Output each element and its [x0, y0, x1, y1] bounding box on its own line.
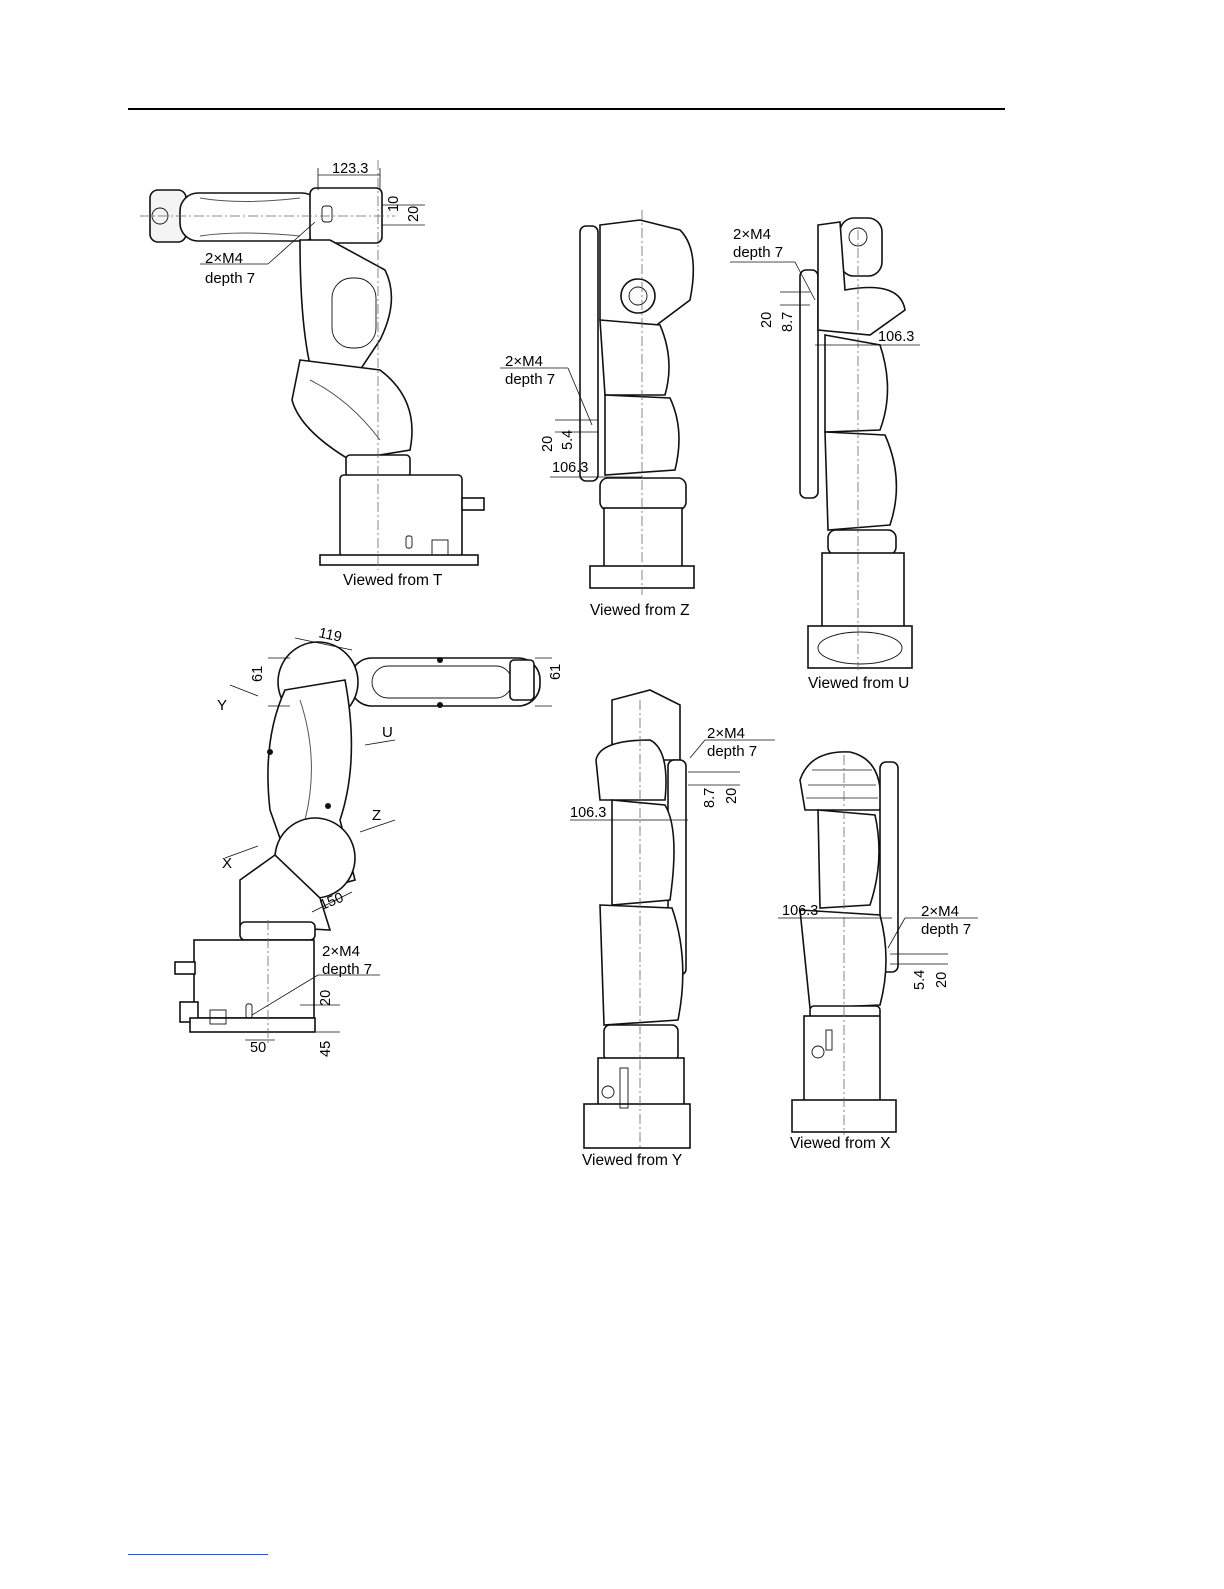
dim-45: 45	[318, 1041, 334, 1057]
dim-50: 50	[250, 1040, 266, 1056]
dim-106-3-u: 106.3	[878, 329, 914, 345]
view-t-base-plate	[320, 555, 478, 565]
arrow-y	[230, 685, 258, 696]
caption-view-z: Viewed from Z	[590, 602, 690, 619]
view-z-arm-upper	[600, 320, 669, 395]
view-x-arm-upper	[818, 810, 879, 908]
dim-106-3-z: 106.3	[552, 460, 588, 476]
note-u-spec: 2×M4	[733, 226, 771, 243]
side-base-connector	[175, 962, 195, 974]
dim-20-t: 20	[406, 206, 422, 222]
view-u-arm-upper	[825, 335, 888, 432]
dim-106-3-y: 106.3	[570, 805, 606, 821]
dim-8-7-y: 8.7	[702, 788, 718, 808]
view-u-flange-head	[840, 218, 882, 276]
dim-10: 10	[386, 196, 402, 212]
leader-y-a	[690, 740, 705, 758]
view-u-side-rail	[800, 270, 818, 498]
dim-5-4-z: 5.4	[560, 430, 576, 450]
dim-5-4-x: 5.4	[912, 970, 928, 990]
view-y-arm-lower	[600, 905, 683, 1025]
view-x	[778, 752, 978, 1135]
view-z	[500, 210, 694, 595]
note-y-spec: 2×M4	[707, 725, 745, 742]
note-side-depth: depth 7	[322, 961, 372, 978]
view-y-base-foot	[584, 1104, 690, 1148]
note-side-spec: 2×M4	[322, 943, 360, 960]
side-screw-1	[267, 749, 273, 755]
note-t-depth: depth 7	[205, 270, 255, 287]
note-y-depth: depth 7	[707, 743, 757, 760]
view-u-base-ring	[828, 530, 896, 555]
dim-20-y: 20	[724, 788, 740, 804]
view-t-lower-arm	[292, 360, 412, 460]
view-t-connector	[462, 498, 484, 510]
caption-view-u: Viewed from U	[808, 675, 909, 692]
view-x-base-body	[804, 1016, 880, 1104]
arrow-label-u: U	[382, 724, 393, 741]
note-x-depth: depth 7	[921, 921, 971, 938]
dim-123-3: 123.3	[332, 161, 368, 177]
view-y-base-ring	[604, 1025, 678, 1061]
view-u-base-body	[822, 553, 904, 628]
side-screw-2	[325, 803, 331, 809]
note-t-spec: 2×M4	[205, 250, 243, 267]
dim-20-x: 20	[934, 972, 950, 988]
view-x-arm-lower	[800, 910, 886, 1008]
side-screw-4	[437, 702, 443, 708]
dim-20-side: 20	[318, 990, 334, 1006]
dim-106-3-x: 106.3	[782, 903, 818, 919]
arrow-label-z: Z	[372, 807, 381, 824]
side-screw-3	[437, 657, 443, 663]
note-x-spec: 2×M4	[921, 903, 959, 920]
view-z-base-body	[604, 508, 682, 573]
side-view	[175, 638, 552, 1045]
view-u	[730, 218, 920, 670]
view-z-shoulder	[600, 220, 693, 330]
note-z-spec: 2×M4	[505, 353, 543, 370]
view-y-wrist	[596, 740, 666, 800]
view-y-arm-upper	[612, 800, 674, 905]
dim-61-left: 61	[250, 666, 266, 682]
dim-20-u: 20	[759, 312, 775, 328]
side-base-ring	[240, 922, 315, 940]
footer-link-rule	[128, 1554, 268, 1555]
view-t-base-body	[340, 475, 462, 557]
side-base-body	[194, 940, 314, 1018]
side-base-plate	[190, 1018, 315, 1032]
view-z-side-rail	[580, 226, 598, 481]
caption-view-x: Viewed from X	[790, 1135, 891, 1152]
view-z-flange	[621, 279, 655, 313]
note-z-depth: depth 7	[505, 371, 555, 388]
caption-view-y: Viewed from Y	[582, 1152, 682, 1169]
dim-61-right: 61	[548, 664, 564, 680]
side-flange	[510, 660, 534, 700]
note-u-depth: depth 7	[733, 244, 783, 261]
view-x-wrist	[800, 752, 881, 810]
view-t	[140, 160, 484, 570]
arrow-label-x: X	[222, 855, 232, 872]
caption-view-t: Viewed from T	[343, 572, 443, 589]
header-rule	[128, 108, 1005, 110]
view-t-elbow	[310, 188, 382, 243]
view-t-forearm	[180, 193, 320, 241]
dim-8-7-u: 8.7	[780, 312, 796, 332]
dim-20-z: 20	[540, 436, 556, 452]
arrow-label-y: Y	[217, 697, 227, 714]
view-u-arm-lower	[825, 432, 896, 530]
view-z-base-ring	[600, 478, 686, 510]
